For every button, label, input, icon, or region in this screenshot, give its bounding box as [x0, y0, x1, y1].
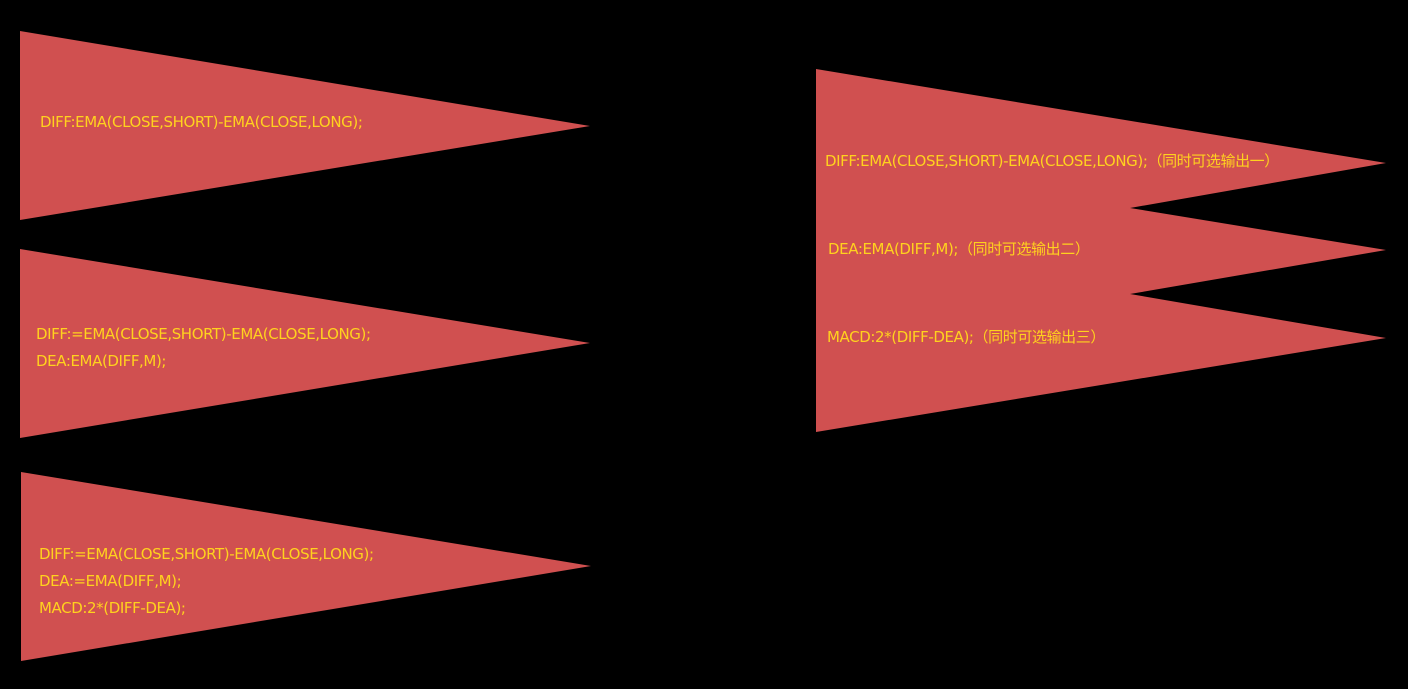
panel3-line2: DEA:=EMA(DIFF,M); — [39, 572, 182, 590]
panel4-line3: MACD:2*(DIFF-DEA);（同时可选输出三） — [827, 328, 1105, 346]
triple-pennant-shape — [816, 69, 1386, 432]
panel4-line1: DIFF:EMA(CLOSE,SHORT)-EMA(CLOSE,LONG);（同… — [825, 152, 1279, 170]
panel2-line1: DIFF:=EMA(CLOSE,SHORT)-EMA(CLOSE,LONG); — [36, 325, 371, 343]
pennant-shape-3 — [21, 472, 591, 661]
panel3-line1: DIFF:=EMA(CLOSE,SHORT)-EMA(CLOSE,LONG); — [39, 545, 374, 563]
pennant-shape-1 — [20, 31, 590, 220]
pennant-shape-2 — [20, 249, 590, 438]
panel4-line2: DEA:EMA(DIFF,M);（同时可选输出二） — [828, 240, 1090, 258]
panel1-line1: DIFF:EMA(CLOSE,SHORT)-EMA(CLOSE,LONG); — [40, 113, 363, 131]
panel3-line3: MACD:2*(DIFF-DEA); — [39, 599, 186, 617]
panel2-line2: DEA:EMA(DIFF,M); — [36, 352, 167, 370]
